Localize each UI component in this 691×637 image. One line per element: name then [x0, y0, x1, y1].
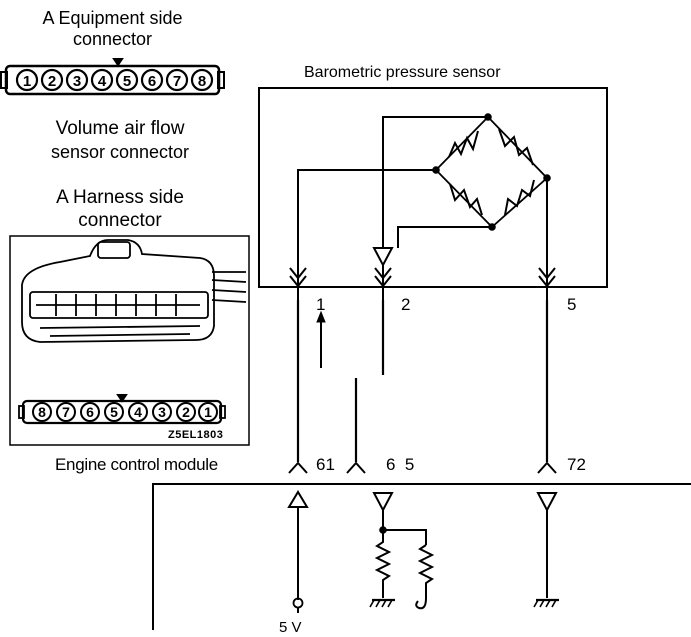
equipment-connector-title-line1: A Equipment side: [42, 8, 183, 28]
sensor-box: [258, 87, 608, 288]
equip-pin-8: 8: [198, 73, 206, 90]
equip-pin-1: 1: [23, 73, 31, 90]
ecm-title: Engine control module: [55, 455, 218, 474]
vaf-sensor-label-line1: Volume air flow: [55, 118, 185, 139]
harness-pin-6: 6: [86, 404, 94, 420]
equip-pin-5: 5: [123, 73, 131, 90]
vaf-sensor-label-line2: sensor connector: [50, 142, 190, 162]
sensor-output-triangle: [372, 247, 394, 268]
wire-pin2-top: [382, 116, 488, 248]
wire-pin1-inside: [297, 169, 436, 285]
bridge-circuit: [435, 115, 549, 229]
equip-pin-6: 6: [148, 73, 156, 90]
equipment-connector: [0, 58, 225, 96]
equip-pin-4: 4: [98, 73, 107, 90]
sensor-title: Barometric pressure sensor: [304, 64, 501, 81]
harness-pin-8: 8: [38, 404, 46, 420]
harness-figure-frame: [9, 235, 250, 446]
harness-pin-3: 3: [158, 404, 166, 420]
harness-pin-1: 1: [204, 404, 212, 420]
equip-pin-2: 2: [48, 73, 56, 90]
harness-pin-strip: [18, 394, 226, 425]
harness-pin-4: 4: [134, 404, 142, 420]
harness-connector-drawing: [21, 239, 247, 343]
supply-voltage-label: 5 V: [279, 619, 302, 636]
sensor-pin-2-label: 2: [401, 295, 411, 314]
ecm-pin-6-5-label: 6 5: [386, 455, 415, 474]
figure-code: Z5EL1803: [168, 429, 224, 441]
harness-pin-7: 7: [62, 404, 70, 420]
sensor-pin-5-label: 5: [567, 295, 577, 314]
ecm-pin-61-label: 61: [316, 455, 335, 474]
harness-connector-title-line1: A Harness side: [56, 187, 184, 208]
harness-pin-2: 2: [182, 404, 190, 420]
ecm-pin-72-label: 72: [567, 455, 586, 474]
ecm-box: [152, 483, 691, 630]
wire-bridge-bottom: [397, 226, 492, 248]
equip-pin-3: 3: [73, 73, 81, 90]
harness-connector-title-line2: connector: [78, 210, 162, 231]
equip-pin-7: 7: [173, 73, 181, 90]
equipment-connector-title-line2: connector: [72, 29, 153, 49]
harness-pin-5: 5: [110, 404, 118, 420]
sensor-pin-1-label: 1: [316, 295, 326, 314]
